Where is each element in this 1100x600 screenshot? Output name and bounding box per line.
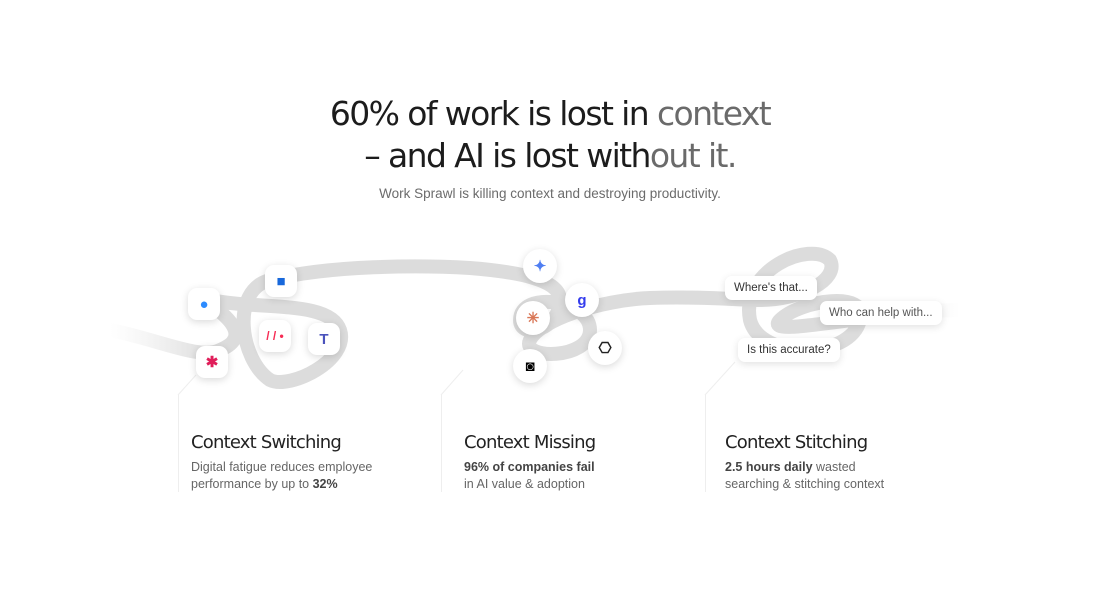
headline-text: 60% of work is lost in	[329, 94, 657, 133]
headline-line-2: – and AI is lost without it.	[0, 136, 1100, 175]
card-context-stitching: Context Stitching 2.5 hours daily wasted…	[725, 432, 884, 493]
monday-icon: / / •	[259, 320, 291, 352]
glean-icon: g	[565, 283, 599, 317]
card-stat: 96% of companies fail	[464, 460, 595, 474]
card-title: Context Switching	[191, 432, 342, 453]
headline-line-1: 60% of work is lost in context	[0, 94, 1100, 133]
headline-fade-text: context	[656, 94, 772, 133]
zoom-icon: ●	[188, 288, 220, 320]
subtitle: Work Sprawl is killing context and destr…	[379, 186, 721, 201]
card-text: performance by up to 32%	[191, 476, 372, 493]
card-text-part: wasted	[812, 460, 856, 474]
openai-icon: ⎔	[588, 331, 622, 365]
card-stat: 2.5 hours daily	[725, 460, 813, 474]
divider	[178, 395, 179, 492]
card-stat: 32%	[312, 477, 338, 491]
headline-text: – and AI is lost with	[364, 136, 651, 175]
card-context-switching: Context Switching Digital fatigue reduce…	[191, 432, 372, 493]
bubble-is-this-accurate: Is this accurate?	[738, 338, 840, 362]
card-text: in AI value & adoption	[464, 477, 585, 491]
bubble-who-can-help: Who can help with...	[820, 301, 942, 325]
slack-icon: ✱	[196, 346, 228, 378]
bubble-wheres-that: Where's that...	[725, 276, 817, 300]
divider	[441, 395, 442, 492]
card-context-missing: Context Missing 96% of companies fail in…	[464, 432, 596, 493]
gemini-icon: ✦	[523, 249, 557, 283]
card-title: Context Stitching	[725, 432, 868, 453]
card-text: Digital fatigue reduces employee	[191, 460, 373, 474]
copilot-icon: ◙	[513, 349, 547, 383]
card-text-part: performance by up to	[191, 477, 313, 491]
card-title: Context Missing	[464, 432, 596, 453]
divider	[705, 395, 706, 492]
claude-icon: ✳	[516, 301, 550, 335]
card-text: searching & stitching context	[725, 477, 885, 491]
jira-icon: ■	[265, 265, 297, 297]
teams-icon: T	[308, 323, 340, 355]
headline-fade-text: out it.	[649, 136, 738, 175]
